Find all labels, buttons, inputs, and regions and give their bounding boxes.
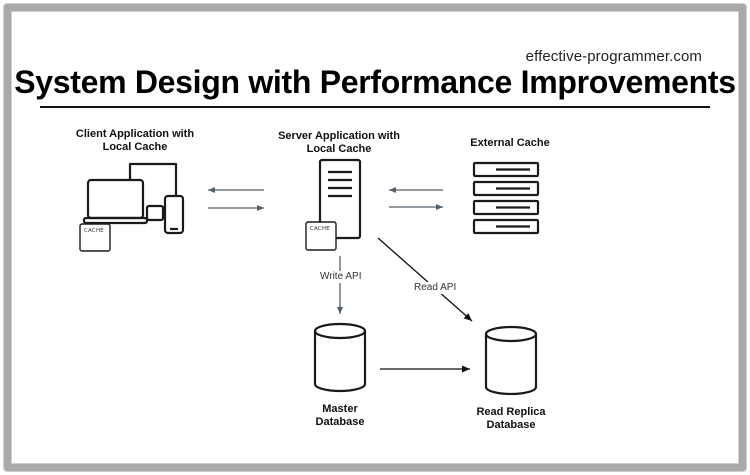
replica-database-icon	[484, 325, 538, 396]
replica-db-label-line1: Read Replica	[476, 406, 546, 418]
replica-db-label: Read Replica Database	[456, 406, 566, 432]
frame-border	[4, 4, 746, 471]
server-label-line1: Server Application with	[278, 130, 400, 142]
page-title: System Design with Performance Improveme…	[14, 64, 736, 100]
client-label-line2: Local Cache	[102, 141, 168, 153]
client-label-line1: Client Application with	[75, 128, 195, 140]
client-devices-icon	[79, 162, 185, 252]
site-url: effective-programmer.com	[525, 48, 702, 65]
master-db-label: Master Database	[290, 403, 390, 429]
external-cache-label: External Cache	[470, 137, 550, 149]
external-cache-icon	[472, 161, 540, 235]
client-cache-tag: CACHE	[84, 228, 104, 234]
read-api-label: Read API	[412, 282, 459, 294]
title-rule	[40, 106, 710, 108]
master-database-icon	[313, 322, 367, 393]
replica-db-label-line2: Database	[486, 419, 536, 431]
arrow-read-api	[377, 237, 473, 322]
server-label-line2: Local Cache	[306, 143, 372, 155]
master-db-label-line1: Master	[322, 403, 358, 415]
server-cache-tag: CACHE	[310, 226, 330, 232]
server-icon	[305, 158, 362, 251]
write-api-label: Write API	[318, 271, 364, 283]
server-label: Server Application with Local Cache	[264, 130, 414, 156]
master-db-label-line2: Database	[315, 416, 365, 428]
client-label: Client Application with Local Cache	[60, 128, 210, 154]
